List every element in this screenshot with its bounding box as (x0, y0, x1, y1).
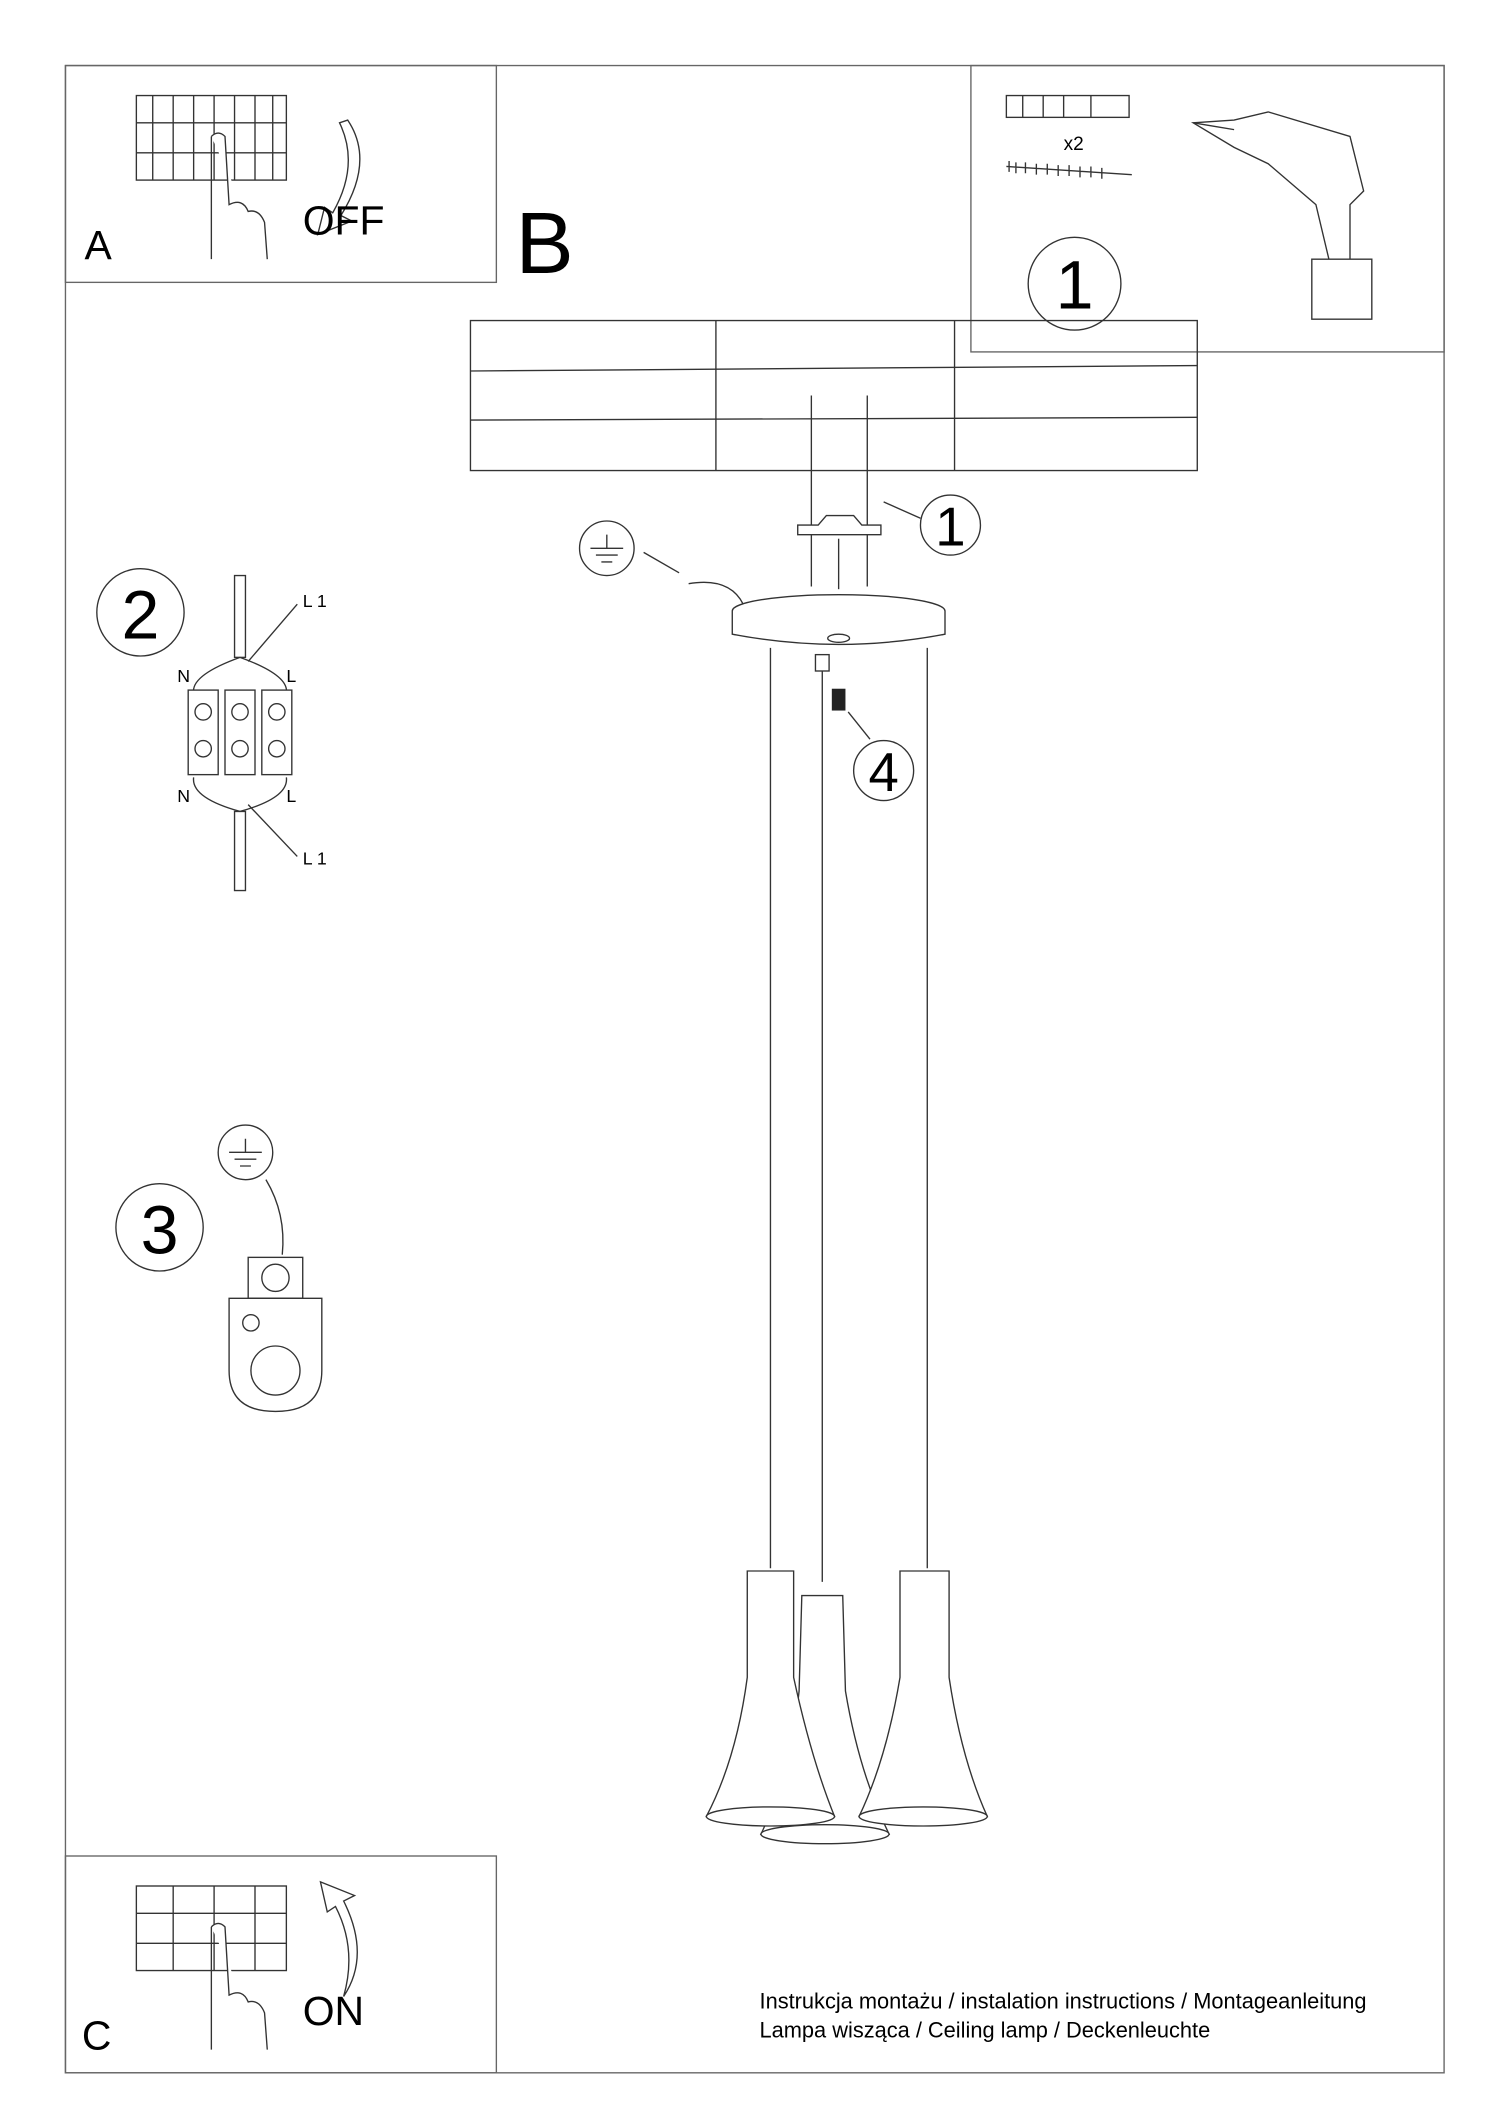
ground-symbol-icon (217, 1124, 274, 1181)
label-l1-top: L 1 (303, 591, 327, 611)
panel-c (64, 1855, 498, 2074)
curved-arrow-icon (316, 119, 361, 236)
panel-b-letter: B (515, 195, 573, 292)
hand-icon (210, 1922, 268, 2050)
outer-frame (64, 64, 1445, 2074)
ceiling (469, 319, 1198, 472)
step-2-number: 2 (121, 577, 159, 653)
label-n-top: N (177, 666, 190, 686)
panel-a-label: OFF (303, 198, 385, 244)
terminal-block (187, 574, 298, 892)
panel-c-label: ON (303, 1988, 364, 2034)
step-2-circle (96, 568, 185, 657)
callout-4-circle (852, 739, 915, 802)
step-3-circle (115, 1183, 204, 1272)
step-3-number: 3 (141, 1192, 179, 1268)
step-1-number: 1 (1056, 247, 1094, 323)
step-1-circle (1027, 236, 1122, 331)
label-l-top: L (286, 666, 296, 686)
label-l1-bottom: L 1 (303, 849, 327, 869)
screw-icon (1006, 161, 1132, 179)
hand-icon (210, 132, 268, 260)
label-l-bottom: L (286, 786, 296, 806)
canopy (731, 593, 946, 646)
callout-4: 4 (868, 742, 898, 803)
panel-a-letter: A (85, 222, 113, 268)
panel-a (64, 64, 498, 284)
ground-terminal (228, 1256, 323, 1413)
mounting-bracket (797, 395, 882, 590)
ground-symbol-icon (578, 520, 635, 577)
wall-plug-icon (1005, 94, 1130, 119)
footer-line-2: Lampa wisząca / Ceiling lamp / Deckenleu… (760, 2017, 1211, 2042)
tools-panel (970, 64, 1445, 353)
screw-icon (831, 688, 846, 711)
quantity-label: x2 (1064, 134, 1084, 155)
label-n-bottom: N (177, 786, 190, 806)
footer-line-1: Instrukcja montażu / instalation instruc… (760, 1989, 1367, 2014)
lamp-shades (705, 1570, 989, 1845)
drill-icon (1190, 111, 1373, 320)
callout-1: 1 (935, 497, 965, 558)
panel-c-letter: C (82, 2013, 112, 2059)
curved-arrow-icon (319, 1880, 358, 1997)
callout-1-circle (919, 494, 982, 556)
